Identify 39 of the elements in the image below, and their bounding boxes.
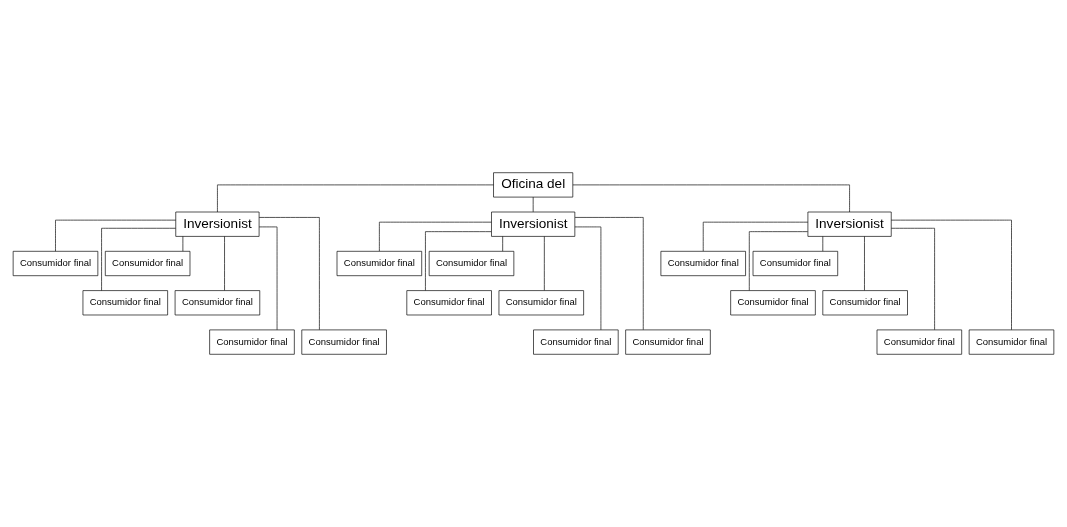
connector [55, 219, 177, 252]
connector [572, 184, 850, 213]
node-box: Consumidor final [301, 329, 387, 355]
node-box: Consumidor final [660, 250, 746, 277]
node-box: Inversionist [491, 211, 576, 237]
node-box: Consumidor final [876, 329, 963, 355]
connector [544, 236, 545, 291]
node-box: Consumidor final [625, 329, 711, 355]
connector [574, 217, 644, 330]
connector [425, 231, 492, 291]
node-box: Consumidor final [209, 329, 295, 355]
node-box: Consumidor final [822, 290, 908, 316]
node-box: Consumidor final [752, 250, 839, 277]
connector [890, 219, 1012, 331]
connector [217, 184, 494, 213]
node-box: Consumidor final [498, 290, 584, 316]
node-box: Consumidor final [336, 250, 423, 277]
node-box: Consumidor final [968, 329, 1055, 355]
node-box: Consumidor final [730, 290, 816, 316]
connector [822, 236, 824, 252]
connector [258, 217, 320, 330]
connector [224, 236, 225, 291]
node-box: Consumidor final [533, 329, 619, 355]
node-box: Consumidor final [428, 250, 515, 277]
node-box: Inversionist [175, 211, 260, 237]
node-box: Consumidor final [82, 290, 168, 316]
connector [379, 221, 492, 252]
connector [864, 236, 865, 291]
connector [502, 236, 503, 252]
connector [101, 227, 176, 291]
node-box: Consumidor final [104, 250, 191, 277]
connector [182, 236, 184, 252]
node-box: Consumidor final [174, 290, 261, 316]
connector [891, 227, 935, 331]
node-box: Consumidor final [12, 250, 99, 277]
node-box: Oficina del [493, 172, 574, 198]
connector [748, 231, 808, 291]
node-box: Inversionist [807, 211, 892, 237]
node-box: Consumidor final [406, 290, 492, 316]
